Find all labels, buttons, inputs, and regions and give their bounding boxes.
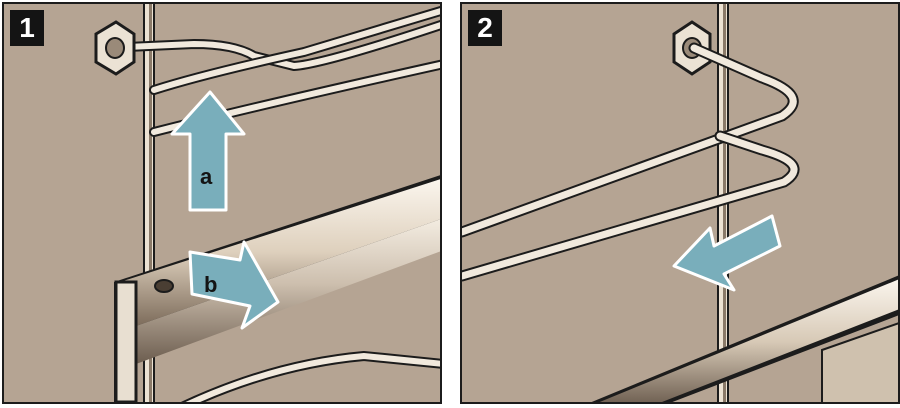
step-1-panel: a b 1 [2,2,442,404]
step-2-panel: 2 [460,2,900,404]
step-2-illustration [462,4,900,404]
arrow-a-label: a [200,164,213,189]
mounting-nut [96,22,134,74]
arrow-b-label: b [204,272,217,297]
step-1-illustration: a b [4,4,442,404]
step-2-badge: 2 [468,10,502,46]
step-1-badge: 1 [10,10,44,46]
